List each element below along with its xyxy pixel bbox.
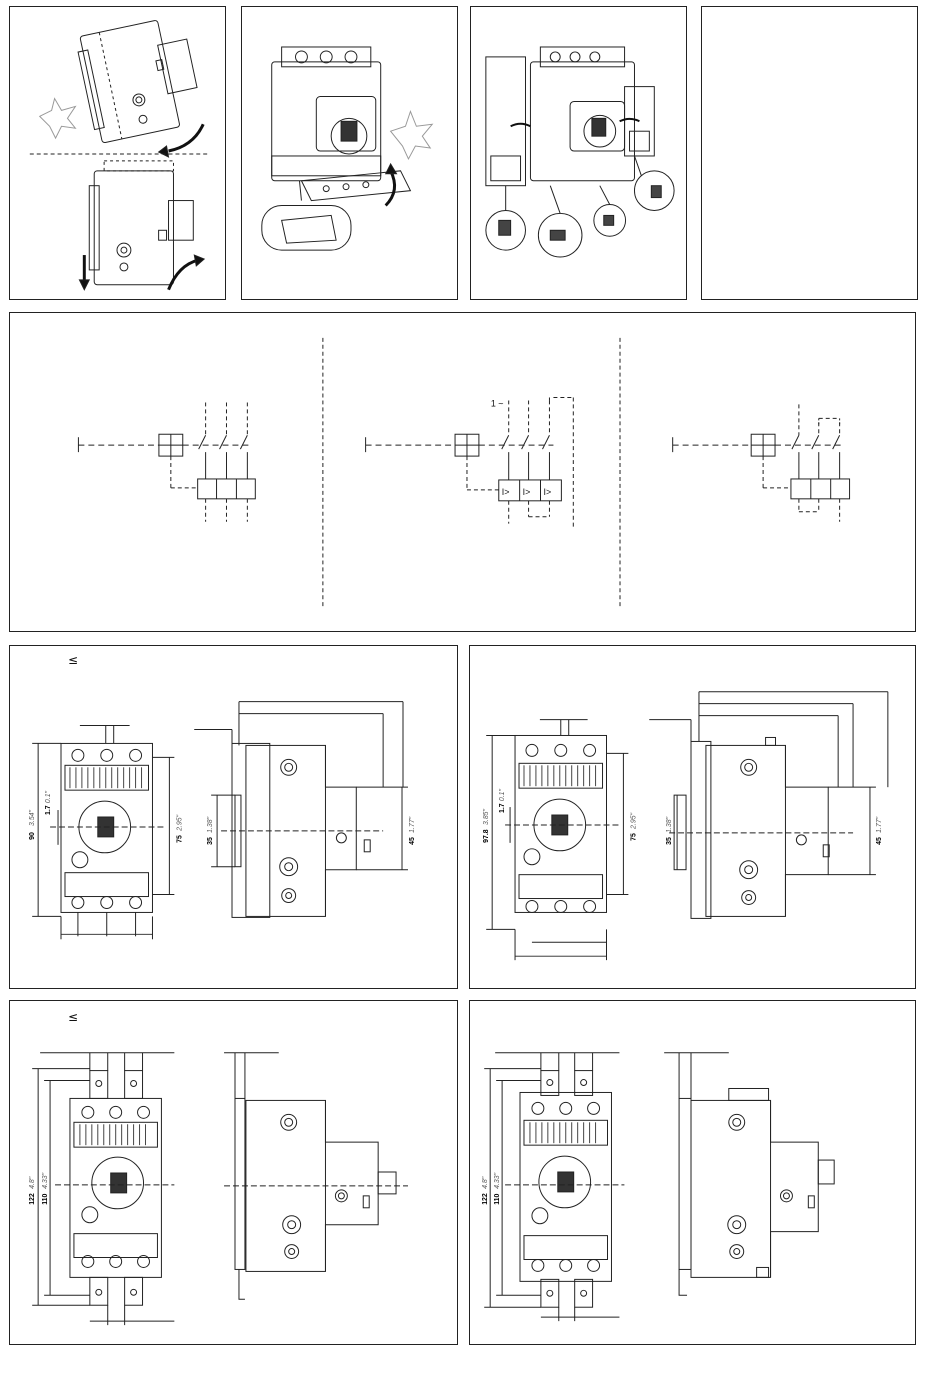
schematic-single-phase: [366, 397, 574, 526]
dim-side: 45: [409, 837, 416, 845]
panel-dimensions-small: ≤ 90 3.54" 1.7 0.1" 75 2.95" 35 1.38" 45…: [9, 645, 458, 989]
dim-side-large: 45: [876, 837, 883, 845]
dim-offset-large: 1.7: [499, 803, 506, 813]
dimension-drawing-large: 97.8 3.85" 1.7 0.1" 75 2.95" 35 1.38" 45…: [470, 646, 915, 988]
dim-rail: 35: [207, 837, 214, 845]
dim-offset-in: 0.1": [45, 790, 52, 803]
schematic-three-pole: [78, 402, 255, 521]
dim-height-large: 97.8: [483, 829, 490, 843]
dim-rail-in: 1.38": [207, 816, 214, 833]
dim-rail-in-large: 1.38": [666, 816, 673, 833]
dim-body-in: 2.95": [176, 814, 183, 832]
dim-outer-in: 4.8": [29, 1176, 36, 1189]
panel-removal-from-rail: [9, 6, 226, 300]
dim-height-in-large: 3.85": [483, 808, 490, 825]
panel-terminal-dimensions-large: 122 4.8" 110 4.33": [469, 1000, 916, 1345]
dim-rail-large: 35: [666, 837, 673, 845]
panel-terminal-cover: [241, 6, 458, 300]
trip-label-1: I>: [502, 487, 510, 497]
dim-inner-in-large: 4.33": [494, 1172, 501, 1189]
terminal-cover-illustration: [242, 7, 457, 299]
dim-body-in-large: 2.95": [630, 812, 637, 830]
dim-side-in-large: 1.77": [876, 816, 883, 833]
dim-outer-large: 122: [482, 1193, 489, 1205]
dim-offset-in-large: 0.1": [499, 788, 506, 801]
dim-inner: 110: [42, 1193, 49, 1204]
panel-blank: [701, 6, 918, 300]
panel-dimensions-large: 97.8 3.85" 1.7 0.1" 75 2.95" 35 1.38" 45…: [469, 645, 916, 989]
dim-body-large: 75: [630, 833, 637, 841]
phase-label: 1 ~: [491, 398, 504, 408]
leq-symbol-terminal: ≤: [68, 1010, 78, 1024]
panel-terminal-dimensions-small: ≤ 122 4.8" 110 4.33": [9, 1000, 458, 1345]
trip-label-3: I>: [543, 487, 551, 497]
dim-inner-in: 4.33": [42, 1172, 49, 1189]
terminal-drawing-large: 122 4.8" 110 4.33": [470, 1001, 915, 1344]
dimension-drawing-small: ≤ 90 3.54" 1.7 0.1" 75 2.95" 35 1.38" 45…: [10, 646, 457, 988]
panel-circuit-diagrams: 1 ~ I> I> I>: [9, 312, 916, 632]
dim-side-in: 1.77": [409, 816, 416, 833]
dim-outer: 122: [29, 1193, 36, 1205]
trip-label-2: I>: [523, 487, 531, 497]
dim-body: 75: [176, 835, 183, 843]
removal-illustration: [10, 7, 225, 299]
leq-symbol: ≤: [68, 653, 78, 667]
dim-height: 90: [29, 832, 36, 840]
dim-outer-in-large: 4.8": [482, 1176, 489, 1189]
accessory-mounting-illustration: [471, 7, 686, 299]
terminal-drawing-small: ≤ 122 4.8" 110 4.33": [10, 1001, 457, 1344]
circuit-schematics: 1 ~ I> I> I>: [10, 313, 915, 631]
dim-height-in: 3.54": [29, 809, 36, 826]
schematic-two-pole: [673, 404, 850, 521]
panel-accessory-mounting: [470, 6, 687, 300]
dim-inner-large: 110: [494, 1193, 501, 1204]
dim-offset: 1.7: [45, 805, 52, 815]
